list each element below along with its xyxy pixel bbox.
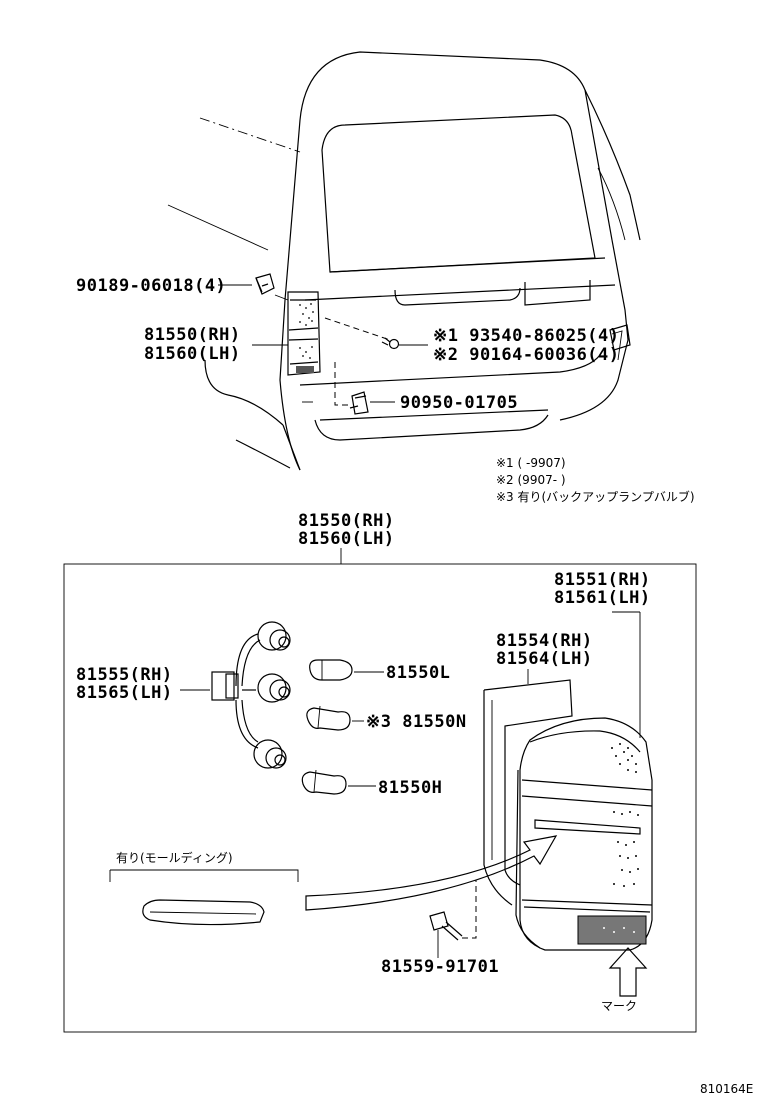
note-2: ※2 (9907- ) xyxy=(496,473,566,487)
tail-lamp-on-vehicle xyxy=(287,291,321,376)
part-number-90189: 90189-06018(4) xyxy=(76,276,226,296)
bulb-81550l-icon xyxy=(309,659,353,681)
part-number-81550-rh: 81550(RH) xyxy=(144,325,241,345)
part-number-81561-lh: 81561(LH) xyxy=(554,588,651,608)
part-number-81550n: ※3 81550N xyxy=(366,712,467,732)
molding-note: 有り(モールディング) xyxy=(116,850,233,865)
part-number-81559: 81559-91701 xyxy=(381,957,499,977)
part-number-81564-lh: 81564(LH) xyxy=(496,649,593,669)
bulb-81550h-icon xyxy=(301,769,347,795)
part-number-81551-rh: 81551(RH) xyxy=(554,570,651,590)
socket-part-icon xyxy=(349,391,369,415)
mark-label: マーク xyxy=(601,999,637,1013)
gasket-outline xyxy=(483,679,573,906)
molding-strip xyxy=(109,869,299,926)
part-number-81555-rh: 81555(RH) xyxy=(76,665,173,685)
clip-part-icon xyxy=(255,273,275,295)
lamp-lens-assembly xyxy=(515,717,653,951)
part-number-90950: 90950-01705 xyxy=(400,393,518,413)
part-number-81565-lh: 81565(LH) xyxy=(76,683,173,703)
part-number-90164: ※2 90164-60036(4) xyxy=(433,345,620,365)
box-title-81560-lh: 81560(LH) xyxy=(298,529,395,549)
vehicle-rear-illustration xyxy=(167,51,641,471)
diagram-id: 810164E xyxy=(700,1082,753,1096)
assembly-frame xyxy=(63,563,697,1033)
box-title-81550-rh: 81550(RH) xyxy=(298,511,395,531)
part-number-81550h: 81550H xyxy=(378,778,442,798)
note-3: ※3 有り(バックアップランプバルブ) xyxy=(496,489,695,504)
part-number-81550l: 81550L xyxy=(386,663,450,683)
part-number-93540: ※1 93540-86025(4) xyxy=(433,326,620,346)
screw-part-icon xyxy=(381,337,400,350)
bulb-81550n-icon xyxy=(306,705,351,731)
part-number-81560-lh: 81560(LH) xyxy=(144,344,241,364)
socket-harness xyxy=(211,621,291,769)
part-number-81554-rh: 81554(RH) xyxy=(496,631,593,651)
screw-81559-icon xyxy=(429,911,463,941)
note-1: ※1 ( -9907) xyxy=(496,456,566,470)
